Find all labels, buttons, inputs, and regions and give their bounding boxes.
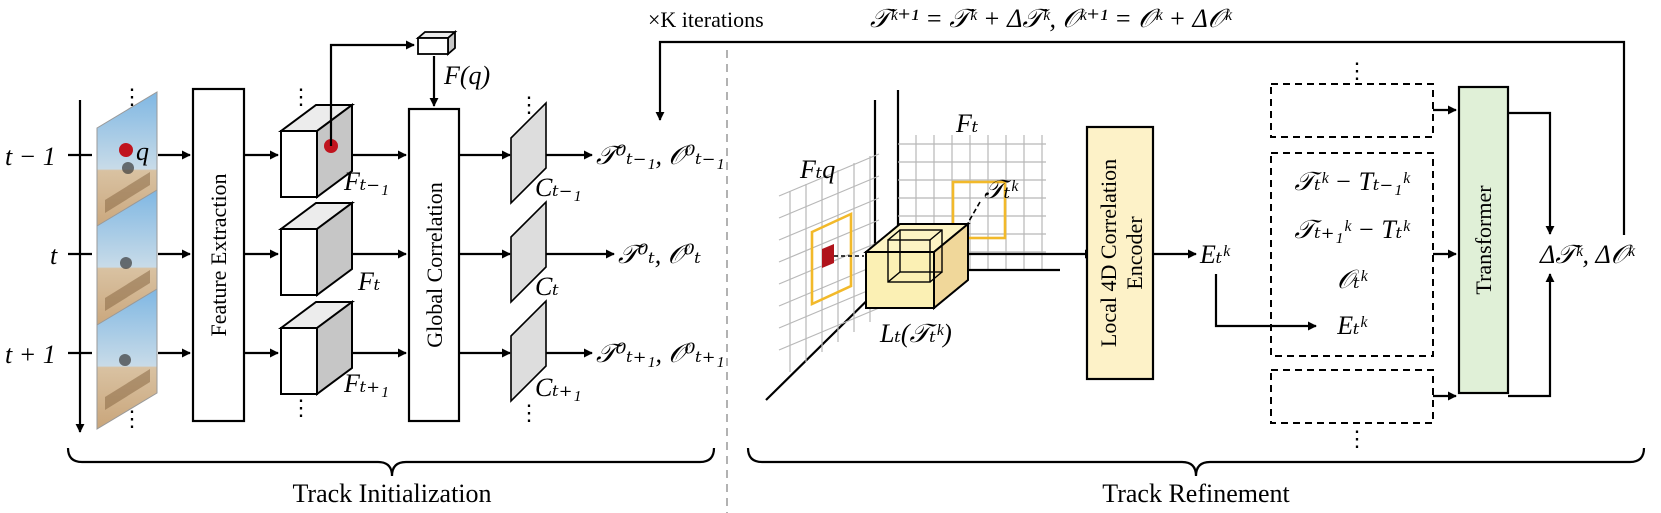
ellipsis-corr-top: ⋮ (518, 92, 540, 117)
correlation-encoder-label-line1: Local 4D Correlation (1096, 159, 1121, 347)
correlation-label-prev: Cₜ₋₁ (535, 173, 582, 202)
video-frame (96, 91, 158, 233)
query-label: q (136, 137, 149, 166)
video-frame (96, 288, 158, 430)
feature-extraction-box (191, 87, 246, 423)
time-label-prev: t − 1 (5, 142, 56, 171)
delta-output-label: Δ𝒯ᵏ, Δ𝒪ᵏ (1539, 240, 1636, 269)
correlation-map (510, 299, 547, 403)
token-displacement-next: 𝒯ₜ₊₁ᵏ − Tₜᵏ (1294, 215, 1411, 244)
query-point (119, 143, 133, 157)
ellipsis-tokens-top: ⋮ (1346, 58, 1368, 83)
track-point-label: 𝒯ₜᵏ (984, 175, 1019, 204)
arrow-transformer-top (1508, 111, 1555, 235)
ellipsis-corr-bottom: ⋮ (518, 400, 540, 425)
initialization-brace (66, 447, 716, 477)
correlation-map (510, 200, 547, 304)
query-sampling-arrow (329, 40, 415, 146)
feature-label-prev: Fₜ₋₁ (343, 167, 389, 196)
initial-track-curr: 𝒯⁰ₜ, 𝒪⁰ₜ (618, 240, 702, 269)
video-frames (96, 91, 158, 430)
correlation-label-curr: Cₜ (535, 272, 559, 301)
token-occlusion: 𝒪ₜᵏ (1337, 265, 1369, 294)
correlation-label-next: Cₜ₊₁ (535, 373, 582, 402)
query-feature-vector (415, 30, 458, 56)
feature-map-cube (277, 300, 356, 396)
local-correlation-cube (863, 221, 971, 311)
ellipsis-frames-top: ⋮ (121, 84, 143, 109)
feature-map-cube (277, 103, 356, 199)
arrow-transformer-bottom (1508, 273, 1555, 398)
correlation-encoder-label-line2: Encoder (1122, 216, 1147, 290)
token-box-top (1270, 83, 1434, 138)
ftq-label: Fₜq (799, 155, 835, 184)
feature-label-curr: Fₜ (357, 267, 381, 296)
initialization-section-label: Track Initialization (292, 479, 491, 508)
initial-track-prev: 𝒯⁰ₜ₋₁, 𝒪⁰ₜ₋₁ (596, 141, 725, 170)
ellipsis-frames-bottom: ⋮ (121, 406, 143, 431)
feature-label-next: Fₜ₊₁ (343, 369, 389, 398)
embedding-label: Eₜᵏ (1199, 240, 1231, 269)
token-embedding: Eₜᵏ (1336, 311, 1368, 340)
ellipsis-tokens-bottom: ⋮ (1346, 426, 1368, 451)
global-correlation-label: Global Correlation (422, 182, 447, 348)
query-feature-label: F(q) (443, 61, 490, 90)
time-label-curr: t (50, 241, 58, 270)
feature-map-cube (277, 201, 356, 297)
ft-label: Fₜ (955, 109, 979, 138)
refinement-section-label: Track Refinement (1102, 479, 1290, 508)
iteration-feedback-arrow (655, 40, 1626, 235)
ellipsis-features-bottom: ⋮ (290, 395, 312, 420)
refinement-brace (746, 447, 1646, 477)
global-correlation-box (407, 107, 461, 423)
feature-extraction-label: Feature Extraction (206, 173, 231, 336)
update-rule-equation: 𝒯ᵏ⁺¹ = 𝒯ᵏ + Δ𝒯ᵏ, 𝒪ᵏ⁺¹ = 𝒪ᵏ + Δ𝒪ᵏ (870, 4, 1233, 33)
time-label-next: t + 1 (5, 340, 56, 369)
ellipsis-features-top: ⋮ (290, 84, 312, 109)
arrow-embedding-to-token (1214, 274, 1317, 331)
query-window-highlight (810, 211, 853, 307)
token-box-bottom (1270, 369, 1434, 424)
query-cell (822, 244, 834, 268)
track-window-highlight (951, 180, 1007, 240)
transformer-label: Transformer (1471, 185, 1496, 295)
token-displacement-prev: 𝒯ₜᵏ − Tₜ₋₁ᵏ (1294, 167, 1411, 196)
initial-track-next: 𝒯⁰ₜ₊₁, 𝒪⁰ₜ₊₁ (596, 339, 725, 368)
transformer-box (1457, 85, 1510, 395)
local-correlation-label: Lₜ(𝒯ₜᵏ) (879, 319, 952, 348)
correlation-map (510, 101, 547, 205)
token-box-main (1270, 152, 1434, 357)
iterations-label: ×K iterations (648, 7, 764, 32)
